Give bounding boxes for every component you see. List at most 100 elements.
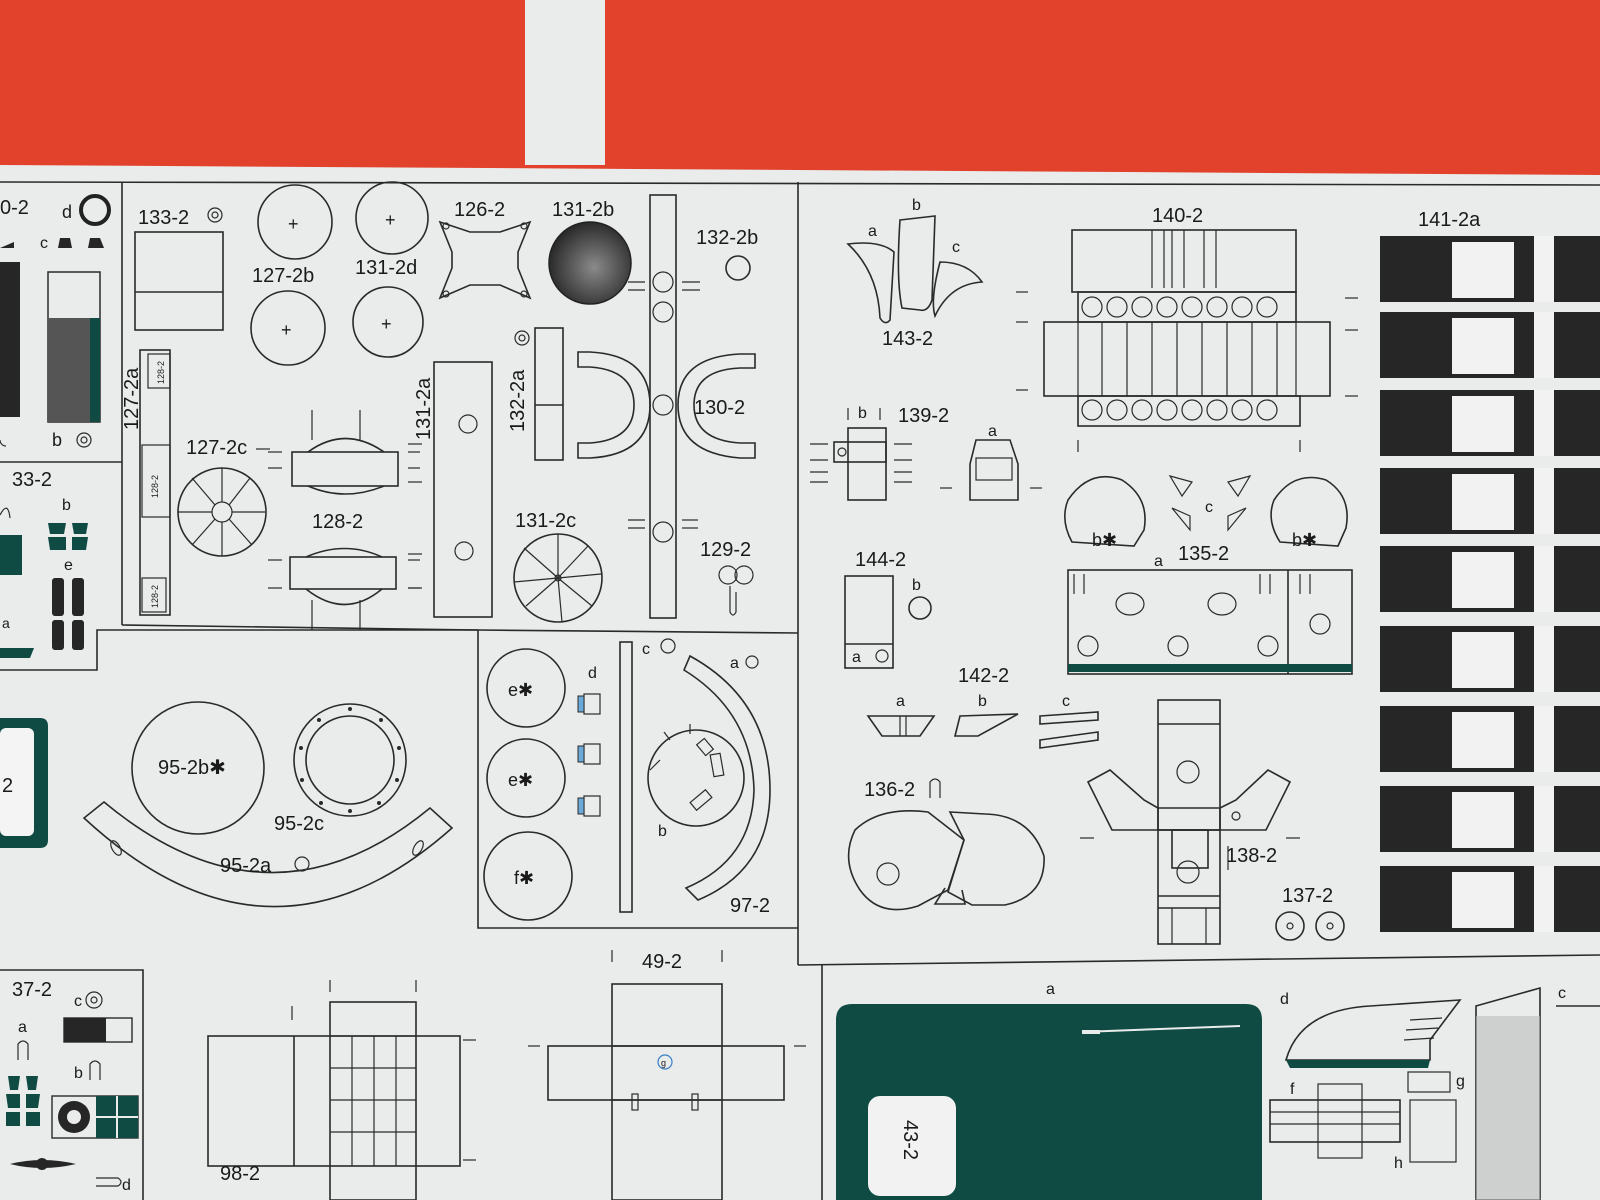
label-98-2: 98-2 [220,1163,260,1185]
part-131-2b-dome: 131-2b [548,199,632,305]
label-e: e [64,557,73,574]
part-37-2: 37-2 c a b d [6,979,139,1194]
label-d: d [62,202,72,222]
part-132-2b: 132-2b [696,227,758,281]
label-a: a [868,223,877,240]
label-131-2b: 131-2b [552,199,614,221]
svg-text:128-2: 128-2 [150,475,160,498]
part-43-2: a 43-2 [836,981,1262,1200]
label-b-star: b✱ [1092,530,1117,550]
label-43-2: 43-2 [899,1120,921,1160]
label-142-2: 142-2 [958,665,1009,687]
label-e-star: e✱ [508,770,533,790]
part-131-2a: 131-2a [408,361,493,618]
label-139-2: 139-2 [898,405,949,427]
label-b: b [658,823,667,840]
part-2-teal-block: 2 [0,718,48,848]
label-b-star: b✱ [1292,530,1317,550]
label-a: a [2,615,10,631]
ring-part [79,194,111,226]
label-144-2: 144-2 [855,549,906,571]
label-f: f [1290,1081,1295,1098]
label-g: g [1456,1073,1465,1090]
label-140-2: 140-2 [1152,205,1203,227]
part-136-2: 136-2 [847,778,1045,911]
label-a: a [1154,553,1163,570]
label-h: h [1394,1155,1403,1172]
label-c: c [1062,693,1070,710]
label-95-2a: 95-2a [220,855,272,877]
label-g: g [661,1058,666,1068]
label-c: c [952,239,960,256]
part-135-2: b✱ c b✱ a 135-2 [1064,475,1353,675]
label-133-2: 133-2 [138,207,189,229]
part-130-2: 130-2 [577,194,756,619]
part-33-2: 33-2 b e a [0,469,88,658]
label-c: c [1205,499,1213,516]
label-136-2: 136-2 [864,779,915,801]
part-98-2: 98-2 [207,980,476,1200]
label-c: c [40,235,48,252]
label-b: b [62,497,71,514]
part-143-2: a b c 143-2 [846,197,984,350]
svg-text:+: + [385,210,396,230]
label-130-2: 130-2 [694,397,745,419]
label-49-2: 49-2 [642,951,682,973]
part-132-2a: 132-2a [507,327,564,461]
label-132-2b: 132-2b [696,227,758,249]
label-97-2: 97-2 [730,895,770,917]
label-37-2: 37-2 [12,979,52,1001]
label-126-2: 126-2 [454,199,505,221]
label-b: b [912,577,921,594]
paper-sheet [0,165,1600,1200]
label-135-2: 135-2 [1178,543,1229,565]
label-a: a [988,423,997,440]
part-138-2: 138-2 [1080,699,1300,945]
label-b: b [912,197,921,214]
part-43-2-details: d f g h c [1269,985,1600,1200]
part-127-2b: + + 127-2b 131-2d + + [250,181,429,366]
label-131-2c: 131-2c [515,510,576,532]
part-139-2: b 139-2 a [810,405,1042,501]
svg-text:128-2: 128-2 [150,585,160,608]
label-a: a [730,655,739,672]
part-127-2c: 127-2c [177,437,270,557]
part-141-2a: 141-2a [1380,209,1600,932]
label-e-star: e✱ [508,680,533,700]
label-131-2a: 131-2a [413,377,435,440]
label-b: b [858,405,867,422]
part-140-2: 140-2 [1016,205,1358,452]
dark-strip [0,262,20,417]
label-c: c [1558,985,1566,1002]
part-49-2: 49-2 g [528,950,806,1200]
svg-text:+: + [288,214,299,234]
part-137-2: 137-2 [1275,885,1345,941]
label-138-2: 138-2 [1226,845,1277,867]
label-33-2: 33-2 [12,469,52,491]
label-d: d [588,665,597,682]
label-c: c [74,993,82,1010]
label-a: a [1046,981,1055,998]
part-142-2: 142-2 a b c [866,665,1099,749]
part-126-2: 126-2 [438,199,532,300]
label-141-2a: 141-2a [1418,209,1481,231]
label-127-2a: 127-2a [121,367,143,430]
part-144-2: 144-2 a b [844,549,932,669]
label-137-2: 137-2 [1282,885,1333,907]
label-d: d [1280,991,1289,1008]
label-b: b [978,693,987,710]
svg-text:+: + [281,320,292,340]
label-132-2a: 132-2a [507,369,529,432]
label-a: a [852,649,861,666]
label-2: 2 [2,775,13,797]
label-131-2d: 131-2d [355,257,417,279]
label-f-star: f✱ [514,868,534,888]
label-c: c [642,641,650,658]
label-b: b [74,1065,83,1082]
svg-text:128-2: 128-2 [156,361,166,384]
label-129-2: 129-2 [700,539,751,561]
part-129-2: 129-2 [700,539,754,616]
label-95-2b: 95-2b✱ [158,757,226,779]
label-d: d [122,1177,131,1194]
